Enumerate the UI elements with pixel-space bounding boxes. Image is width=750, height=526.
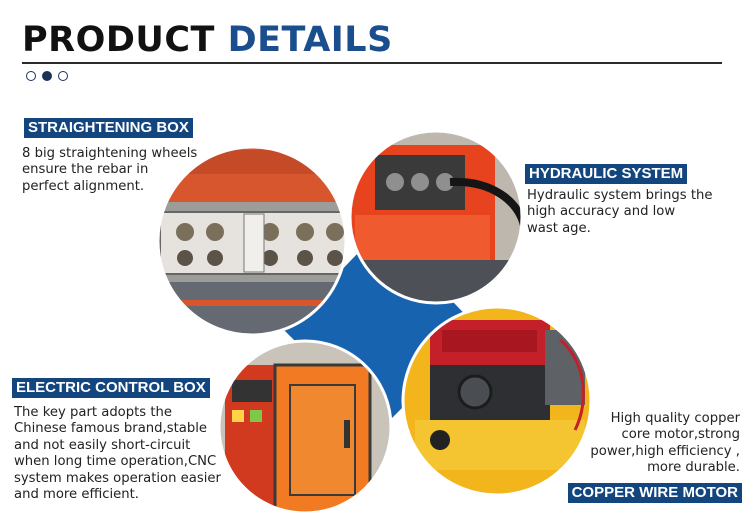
electric-control-box-photo: [219, 341, 391, 513]
straightening-box-label: STRAIGHTENING BOX: [24, 118, 193, 138]
desc-line: Chinese famous brand,stable: [14, 421, 208, 437]
desc-line: and more efficient.: [14, 487, 139, 503]
hydraulic-system-label: HYDRAULIC SYSTEM: [525, 164, 688, 184]
straightening-box-photo: [158, 147, 346, 335]
electric-control-box-label: ELECTRIC CONTROL BOX: [12, 378, 210, 398]
copper-wire-motor-label: COPPER WIRE MOTOR: [567, 483, 742, 503]
hydraulic-system-description: Hydraulic system brings the high accurac…: [527, 188, 712, 237]
electric-control-box-description: The key part adopts the Chinese famous b…: [14, 405, 221, 503]
desc-line: 8 big straightening wheels: [22, 146, 198, 161]
desc-line: power,high efficiency ,: [590, 443, 740, 459]
page-title: PRODUCT DETAILS: [22, 18, 393, 62]
desc-line: high accuracy and low: [527, 204, 676, 220]
pager-dot-2-active[interactable]: [42, 71, 52, 81]
copper-wire-motor-photo: [403, 307, 591, 495]
pager-dot-1[interactable]: [26, 71, 36, 81]
title-word-details: DETAILS: [227, 20, 393, 60]
desc-line: more durable.: [647, 460, 740, 476]
copper-wire-motor-description: High quality copper core motor,strong po…: [590, 411, 740, 477]
title-underline: [22, 62, 722, 64]
desc-line: system makes operation easier: [14, 470, 221, 486]
hydraulic-system-photo: [350, 131, 522, 303]
pager-dot-3[interactable]: [58, 71, 68, 81]
desc-line: Hydraulic system brings the: [527, 188, 713, 203]
straightening-box-description: 8 big straightening wheels ensure the re…: [22, 146, 197, 195]
desc-line: when long time operation,CNC: [14, 454, 217, 470]
desc-line: perfect alignment.: [22, 178, 145, 194]
desc-line: wast age.: [527, 220, 591, 236]
title-word-product: PRODUCT: [22, 20, 215, 60]
carousel-pager: [26, 71, 68, 81]
desc-line: and not easily short-circuit: [14, 437, 191, 453]
desc-line: High quality copper: [610, 411, 740, 426]
desc-line: core motor,strong: [621, 427, 741, 443]
desc-line: The key part adopts the: [14, 405, 172, 420]
desc-line: ensure the rebar in: [22, 162, 149, 178]
